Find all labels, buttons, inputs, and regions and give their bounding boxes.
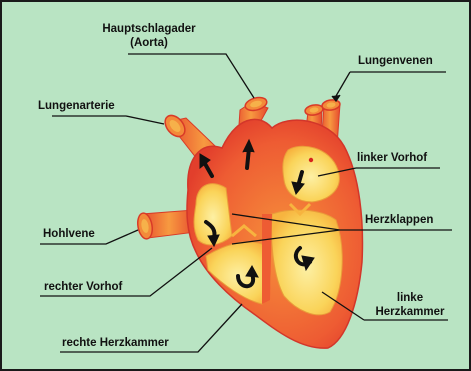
label-herzklappen: Herzklappen <box>365 213 433 227</box>
valve-mark-aorta <box>309 158 313 162</box>
label-linker-vorhof: linker Vorhof <box>357 151 427 165</box>
label-rechter-vorhof: rechter Vorhof <box>44 280 122 294</box>
label-linke-herzkammer-line2: Herzkammer <box>366 305 454 319</box>
label-hauptschlagader: Hauptschlagader (Aorta) <box>84 22 214 50</box>
label-linke-herzkammer-line1: linke <box>366 291 454 305</box>
label-hauptschlagader-line2: (Aorta) <box>84 36 214 50</box>
label-hohlvene: Hohlvene <box>43 227 95 241</box>
label-lungenvenen: Lungenvenen <box>358 54 433 68</box>
label-hauptschlagader-line1: Hauptschlagader <box>84 22 214 36</box>
label-rechte-herzkammer: rechte Herzkammer <box>62 336 169 350</box>
label-linke-herzkammer: linke Herzkammer <box>366 291 454 319</box>
label-lungenarterie: Lungenarterie <box>38 99 115 113</box>
